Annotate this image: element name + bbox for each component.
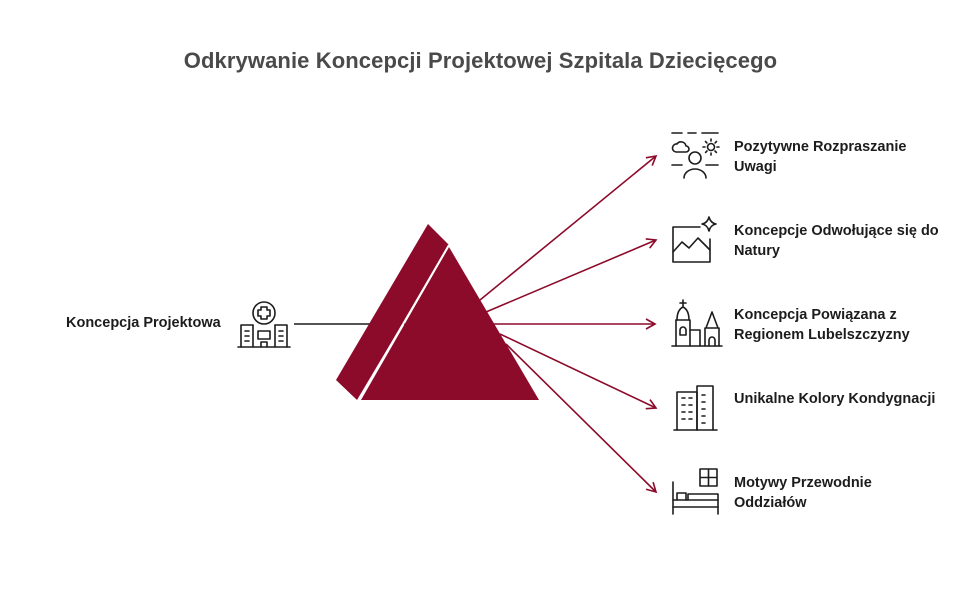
office-building-icon <box>673 385 718 431</box>
output-label-2: Koncepcje Odwołujące się do Natury <box>734 223 939 259</box>
person-weather-icon <box>671 132 720 179</box>
hospital-bed-icon <box>672 468 719 515</box>
output-arrow-2 <box>485 238 658 313</box>
output-label-4: Unikalne Kolory Kondygnacji <box>734 391 936 407</box>
output-label-5: Motywy Przewodnie Oddziałów <box>734 475 872 511</box>
prism-shape <box>336 224 539 401</box>
output-arrow-4 <box>499 333 658 410</box>
church-towers-icon <box>671 299 723 347</box>
source-label: Koncepcja Projektowa <box>66 315 221 331</box>
diagram-title: Odkrywanie Koncepcji Projektowej Szpital… <box>183 48 778 73</box>
output-arrow-1 <box>479 154 658 301</box>
output-label-3: Koncepcja Powiązana z Regionem Lubelszcz… <box>734 307 910 343</box>
landscape-image-icon <box>672 216 717 263</box>
output-label-1: Pozytywne Rozpraszanie Uwagi <box>734 139 907 175</box>
hospital-building-icon <box>237 301 291 348</box>
output-arrow-5 <box>505 343 658 494</box>
